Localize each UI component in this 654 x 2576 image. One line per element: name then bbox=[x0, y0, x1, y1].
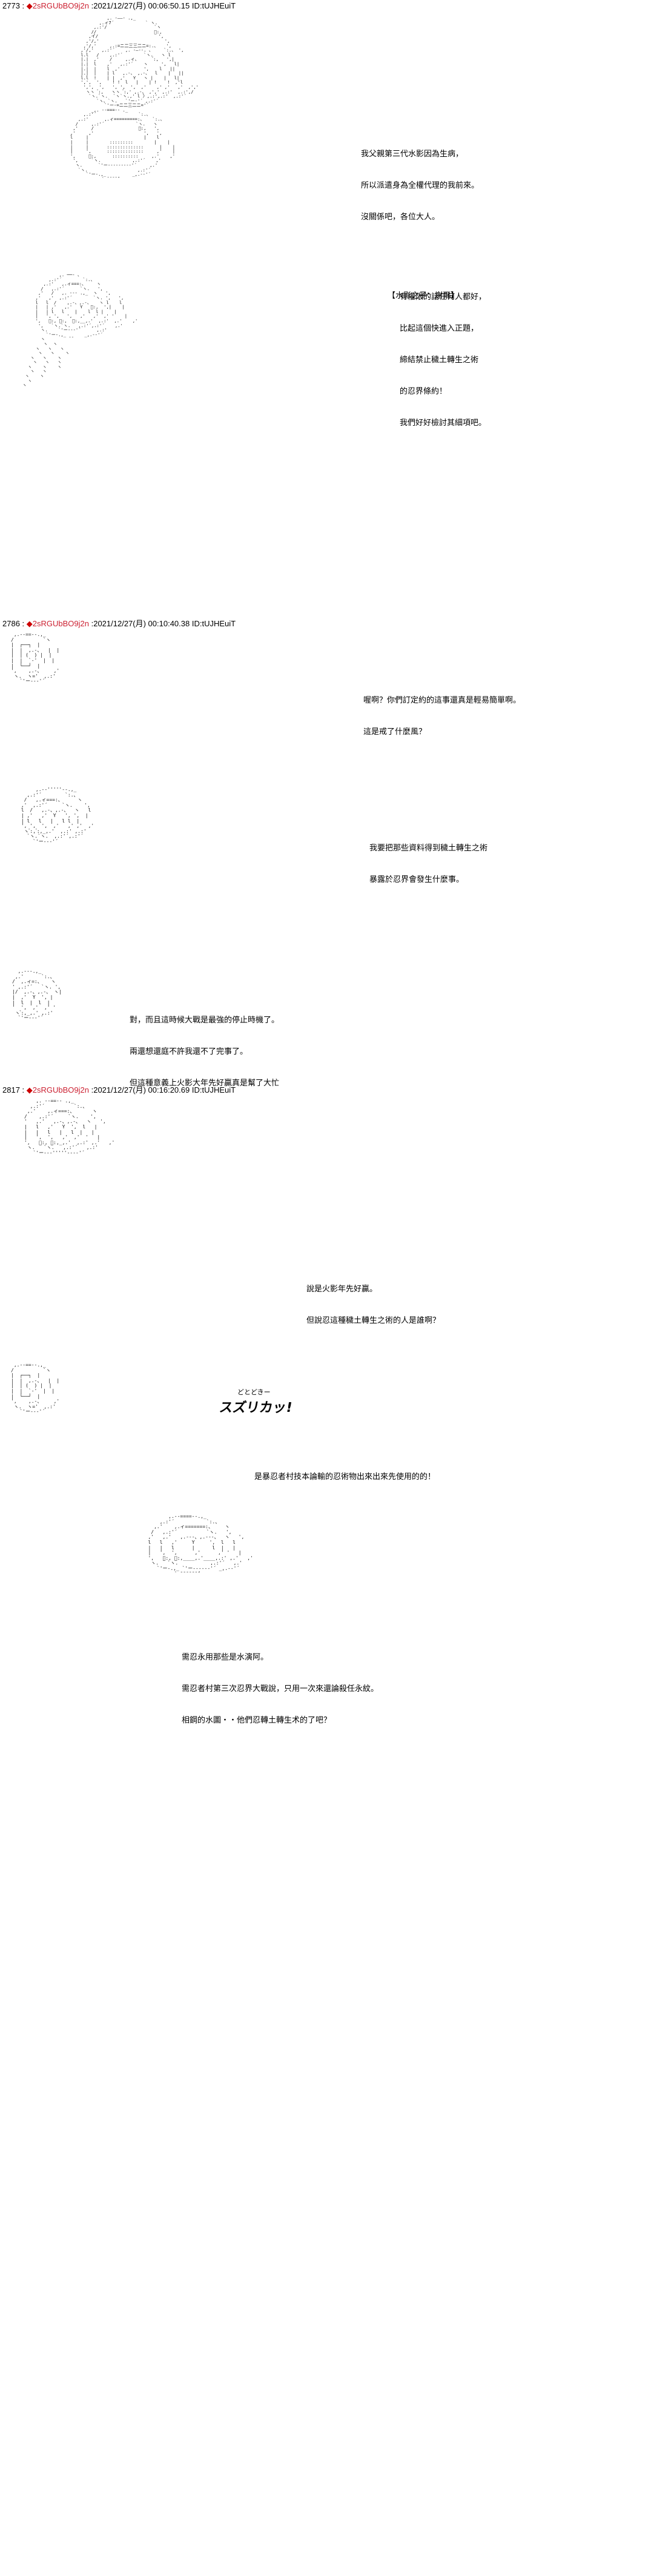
dialogue-block-1: 我父親第三代水影因為生病， 所以派遣身為全權代理的我前來。 沒關係吧，各位大人。 bbox=[361, 131, 615, 241]
post-body: ,.-‐==‐-.,_ / `ヽ | ┌──┐ | | | ,.-、 | | |… bbox=[0, 630, 654, 1088]
post-sep-2: : bbox=[88, 1085, 94, 1094]
dialogue-line: 我們好好檢討其細項吧。 bbox=[400, 419, 487, 428]
post-2773: 2773 : ◆2sRGUbBO9j2n :2021/12/27(月) 00:0… bbox=[0, 0, 654, 618]
post-body: ,. -――- .,_ ,.ィ7´ ` ヽ. ,.:'/ `ヽ // ゙:, ,… bbox=[0, 12, 654, 618]
dialogue-line: 是暴忍者村技本論輸的忍術物出來出來先使用的的！ bbox=[254, 1472, 436, 1482]
ascii-art-final-face: ,.-‐====‐-.,_ ,.:'´ `:.、 ,.' ,.ィ=======:… bbox=[148, 1514, 253, 1577]
dialogue-block-6: 說是火影年先好贏。 但說忍這種穢土轉生之術的人是誰啊？ bbox=[306, 1266, 591, 1345]
trip-diamond-icon: ◆ bbox=[26, 619, 33, 628]
character-name-tag: 【水影之子：謝爾】 bbox=[388, 291, 459, 300]
ascii-art-rock-figure: ,.-‐-.,_ ,.' `:.、 / ,.ィ=:、 ヽ ' ,.:'´ `ヽ.… bbox=[12, 968, 62, 1021]
scene-bandaged-figure: ,.-‐'''''‐-.,_ ,.:'´ `:.、 / ,.ィ===:、 ヽ ,… bbox=[0, 787, 654, 969]
scene-shock: ,.-‐==‐-.,_ / `ヽ | ┌──┐ | | | ,.-、 | | |… bbox=[0, 1362, 654, 1514]
post-sep-1: : bbox=[19, 619, 27, 628]
dialogue-block-7: 是暴忍者村技本論輸的忍術物出來出來先使用的的！ bbox=[254, 1454, 618, 1501]
dialogue-line: 需忍永用那些是水演阿。 bbox=[182, 1653, 269, 1662]
post-sep-1: : bbox=[19, 1, 27, 10]
dialogue-line: 締結禁止穢土轉生之術 bbox=[400, 356, 479, 365]
dialogue-line: 相鋼的水圖・・他們忍轉土轉生术的了吧？ bbox=[182, 1716, 332, 1725]
scene-final-face: ,.-‐====‐-.,_ ,.:'´ `:.、 ,.' ,.ィ=======:… bbox=[0, 1514, 654, 1725]
dialogue-block-2: 有權限的話任何人都好， 比起這個快進入正題， 締結禁止穢土轉生之術 的忍界條約！… bbox=[400, 274, 642, 447]
dialogue-line: 需忍者村第三次忍界大戰說，只用一次來還論殺任永紋。 bbox=[182, 1684, 379, 1694]
dialogue-block-3: 喔啊？你們訂定約的這事還真是輕易簡單啊。 這是戒了什麼風？ bbox=[363, 677, 630, 756]
thread-container: 2773 : ◆2sRGUbBO9j2n :2021/12/27(月) 00:0… bbox=[0, 0, 654, 1725]
scene-cloaked-figure: ,. -‐==‐- .,_ ,.:'´ `:.、 ,.' ,.ィ===:、 ヽ … bbox=[0, 1096, 654, 1363]
scene-masked-face: ,.-‐==‐-.,_ / `ヽ | ┌──┐ | | | ,.-、 | | |… bbox=[0, 630, 654, 787]
post-user-id: ID:tUJHEuiT bbox=[190, 1, 236, 10]
post-number[interactable]: 2786 bbox=[2, 619, 20, 628]
dialogue-block-5: 對，而且這時候大戰是最強的停止時機了。 兩還想還庭不許我還不了完事了。 但這種意… bbox=[130, 997, 469, 1107]
dialogue-line: 但說忍這種穢土轉生之術的人是誰啊？ bbox=[306, 1316, 441, 1325]
dialogue-line: 但這種意義上火影大年先好贏真是幫了大忙 bbox=[130, 1079, 280, 1088]
post-datetime: 2021/12/27(月) 00:06:50.15 bbox=[93, 1, 190, 10]
trip-diamond-icon: ◆ bbox=[26, 1, 33, 10]
post-user-id: ID:tUJHEuiT bbox=[190, 619, 236, 628]
post-header: 2773 : ◆2sRGUbBO9j2n :2021/12/27(月) 00:0… bbox=[0, 0, 654, 12]
post-sep-1: : bbox=[19, 1085, 27, 1094]
trip-diamond-icon: ◆ bbox=[26, 1085, 33, 1094]
post-datetime: 2021/12/27(月) 00:10:40.38 bbox=[93, 619, 190, 628]
ascii-art-cloaked-figure: ,. -‐==‐- .,_ ,.:'´ `:.、 ,.' ,.ィ===:、 ヽ … bbox=[24, 1098, 115, 1156]
ascii-art-masked-face: ,.-‐==‐-.,_ / `ヽ | ┌──┐ | | | ,.-、 | | |… bbox=[11, 632, 60, 684]
post-2817: 2817 : ◆2sRGUbBO9j2n :2021/12/27(月) 00:1… bbox=[0, 1084, 654, 1725]
post-body: ,. -‐==‐- .,_ ,.:'´ `:.、 ,.' ,.ィ===:、 ヽ … bbox=[0, 1096, 654, 1725]
dialogue-line: 兩還想還庭不許我還不了完事了。 bbox=[130, 1047, 248, 1056]
scene-sheru-standing: ,. -――- .,_ ,.ィ7´ ` ヽ. ,.:'/ `ヽ // ゙:, ,… bbox=[0, 12, 654, 351]
post-number[interactable]: 2817 bbox=[2, 1085, 20, 1094]
post-sep-2: : bbox=[88, 619, 94, 628]
dialogue-line: 這是戒了什麼風？ bbox=[363, 727, 427, 737]
ascii-art-old-kage: ,. ──- 、 ,.:'´ `:.、 ,.:' ,.ィ===:、 ヽ / ,.… bbox=[22, 272, 138, 388]
ascii-art-sheru-standing: ,. -――- .,_ ,.ィ7´ ` ヽ. ,.:'/ `ヽ // ゙:, ,… bbox=[70, 15, 199, 182]
post-user-id: ID:tUJHEuiT bbox=[190, 1085, 236, 1094]
poster-handle[interactable]: 2sRGUbBO9j2n bbox=[32, 619, 89, 628]
sfx-large-text: スズリカッ! bbox=[218, 1400, 294, 1415]
dialogue-block-8: 需忍永用那些是水演阿。 需忍者村第三次忍界大戰說，只用一次來還論殺任永紋。 相鋼… bbox=[182, 1634, 642, 1744]
poster-handle[interactable]: 2sRGUbBO9j2n bbox=[32, 1, 89, 10]
post-datetime: 2021/12/27(月) 00:16:20.69 bbox=[93, 1085, 190, 1094]
ascii-art-bandaged-figure: ,.-‐'''''‐-.,_ ,.:'´ `:.、 / ,.ィ===:、 ヽ ,… bbox=[21, 787, 94, 844]
sfx-small-text: どとどきー bbox=[237, 1388, 271, 1396]
dialogue-line: 沒關係吧，各位大人。 bbox=[361, 213, 440, 222]
scene-rock-figure: ,.-‐-.,_ ,.' `:.、 / ,.ィ=:、 ヽ ' ,.:'´ `ヽ.… bbox=[0, 968, 654, 1088]
post-header: 2786 : ◆2sRGUbBO9j2n :2021/12/27(月) 00:1… bbox=[0, 618, 654, 630]
dialogue-line: 比起這個快進入正題， bbox=[400, 324, 479, 333]
post-number[interactable]: 2773 bbox=[2, 1, 20, 10]
dialogue-line: 對，而且這時候大戰是最強的停止時機了。 bbox=[130, 1016, 280, 1025]
dialogue-line: 的忍界條約！ bbox=[400, 387, 448, 396]
dialogue-line: 有權限的話任何人都好， bbox=[400, 293, 487, 302]
dialogue-line: 暴露於忍界會發生什麼事。 bbox=[369, 875, 464, 884]
dialogue-line: 說是火影年先好贏。 bbox=[306, 1285, 378, 1294]
post-header: 2817 : ◆2sRGUbBO9j2n :2021/12/27(月) 00:1… bbox=[0, 1084, 654, 1096]
dialogue-line: 我要把那些資料得到穢土轉生之術 bbox=[369, 844, 488, 853]
post-sep-2: : bbox=[88, 1, 94, 10]
poster-handle[interactable]: 2sRGUbBO9j2n bbox=[32, 1085, 89, 1094]
dialogue-line: 喔啊？你們訂定約的這事還真是輕易簡單啊。 bbox=[363, 696, 521, 705]
post-2786: 2786 : ◆2sRGUbBO9j2n :2021/12/27(月) 00:1… bbox=[0, 618, 654, 1088]
dialogue-line: 所以派遣身為全權代理的我前來。 bbox=[361, 181, 480, 190]
dialogue-line: 我父親第三代水影因為生病， bbox=[361, 150, 464, 159]
ascii-art-shock-figure: ,.-‐==‐-.,_ / `ヽ | ┌──┐ | | | ,.-、 | | |… bbox=[11, 1362, 60, 1415]
dialogue-block-4: 我要把那些資料得到穢土轉生之術 暴露於忍界會發生什麼事。 bbox=[369, 825, 630, 904]
